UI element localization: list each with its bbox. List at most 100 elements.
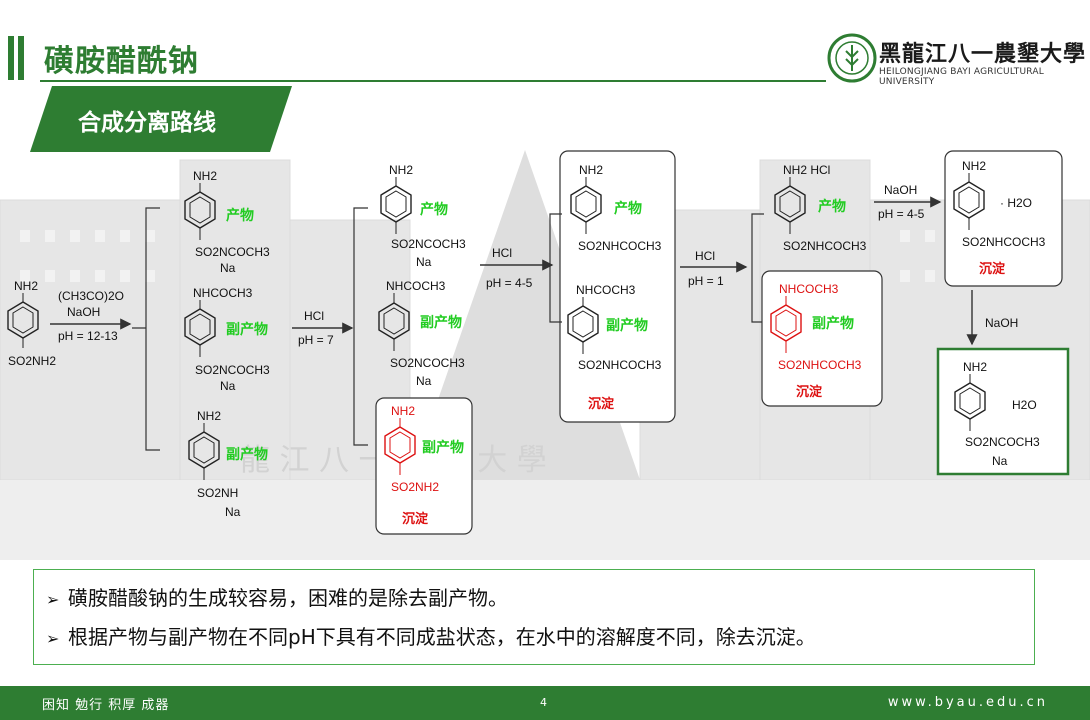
svg-text:副产物: 副产物: [226, 321, 268, 337]
stage1-product-molecule: NH2 SO2NCOCH3 Na 产物: [184, 169, 270, 275]
svg-text:pH = 4-5: pH = 4-5: [486, 276, 533, 290]
stage2-precipitate-box: NH2 SO2NH2 副产物 沉淀: [375, 397, 473, 535]
svg-text:HCl: HCl: [304, 309, 324, 323]
university-logo-icon: [827, 33, 877, 83]
svg-text:SO2NH: SO2NH: [197, 486, 238, 500]
svg-text:NHCOCH3: NHCOCH3: [386, 279, 446, 293]
notes-box: ➢ 磺胺醋酸钠的生成较容易，困难的是除去副产物。 ➢ 根据产物与副产物在不同pH下具…: [33, 569, 1035, 665]
svg-text:pH = 7: pH = 7: [298, 333, 334, 347]
svg-text:Na: Na: [416, 255, 432, 269]
svg-text:SO2NHCOCH3: SO2NHCOCH3: [783, 239, 867, 253]
svg-text:SO2NHCOCH3: SO2NHCOCH3: [962, 235, 1046, 249]
stage4-precipitate-box: NHCOCH3 SO2NHCOCH3 副产物 沉淀: [761, 270, 883, 407]
final-product-box: NH2 SO2NCOCH3 Na H2O: [936, 347, 1070, 476]
bracket-stage-4: [751, 213, 764, 323]
footer-bar: 困知 勉行 积厚 成器 4 www.byau.edu.cn: [0, 686, 1090, 720]
svg-text:沉淀: 沉淀: [979, 261, 1006, 276]
svg-text:SO2NHCOCH3: SO2NHCOCH3: [778, 358, 862, 372]
page-number: 4: [540, 696, 547, 709]
svg-text:NH2: NH2: [391, 404, 415, 418]
stage1-byproduct-molecule-b: NH2 SO2NH Na 副产物: [188, 409, 268, 519]
svg-text:SO2NCOCH3: SO2NCOCH3: [391, 237, 466, 251]
svg-text:NaOH: NaOH: [884, 183, 917, 197]
bracket-stage-1: [132, 207, 160, 451]
reaction-arrow-5: NaOH pH = 4-5: [874, 183, 942, 221]
stage3-box: NH2 SO2NHCOCH3 产物 NHCOCH3 SO2NHCOCH3 副产物…: [549, 150, 676, 423]
svg-text:产物: 产物: [420, 201, 448, 217]
note-item-1: ➢ 磺胺醋酸钠的生成较容易，困难的是除去副产物。: [46, 582, 508, 611]
svg-text:SO2NH2: SO2NH2: [391, 480, 439, 494]
reaction-arrow-2: HCl pH = 7: [292, 309, 354, 347]
stage4-product-molecule: NH2 HCl SO2NHCOCH3 产物: [774, 163, 867, 253]
svg-text:SO2NHCOCH3: SO2NHCOCH3: [578, 358, 662, 372]
svg-text:Na: Na: [220, 379, 236, 393]
svg-text:NHCOCH3: NHCOCH3: [576, 283, 636, 297]
note-text-1: 磺胺醋酸钠的生成较容易，困难的是除去副产物。: [68, 586, 508, 610]
svg-text:pH = 4-5: pH = 4-5: [878, 207, 925, 221]
svg-text:NH2: NH2: [14, 279, 38, 293]
stage2-byproduct-molecule-a: NHCOCH3 SO2NCOCH3 Na 副产物: [378, 279, 465, 388]
reaction-arrow-1: (CH3CO)2O NaOH pH = 12-13: [50, 289, 132, 343]
svg-text:NHCOCH3: NHCOCH3: [779, 282, 839, 296]
svg-text:NaOH: NaOH: [985, 316, 1018, 330]
svg-text:副产物: 副产物: [812, 315, 854, 331]
footer-website-link[interactable]: www.byau.edu.cn: [887, 695, 1048, 710]
synthesis-scheme: NH2 SO2NH2 (CH3CO)2O NaOH pH = 12-13 NH2…: [7, 150, 1070, 535]
svg-text:pH = 1: pH = 1: [688, 274, 724, 288]
stage1-byproduct-molecule-a: NHCOCH3 SO2NCOCH3 Na 副产物: [184, 286, 270, 393]
start-molecule: NH2 SO2NH2: [7, 279, 56, 368]
svg-text:SO2NH2: SO2NH2: [8, 354, 56, 368]
svg-text:(CH3CO)2O: (CH3CO)2O: [58, 289, 124, 303]
svg-text:Na: Na: [225, 505, 241, 519]
svg-text:SO2NCOCH3: SO2NCOCH3: [390, 356, 465, 370]
svg-text:产物: 产物: [614, 200, 642, 216]
svg-text:HCl: HCl: [695, 249, 715, 263]
svg-text:副产物: 副产物: [606, 317, 648, 333]
note-item-2: ➢ 根据产物与副产物在不同pH下具有不同成盐状态，在水中的溶解度不同，除去沉淀。: [46, 621, 816, 650]
svg-text:SO2NCOCH3: SO2NCOCH3: [195, 363, 270, 377]
svg-text:· H2O: · H2O: [1000, 196, 1032, 210]
subtitle-banner: [30, 86, 292, 152]
reaction-arrow-6: NaOH: [966, 290, 1018, 346]
svg-text:NH2: NH2: [389, 163, 413, 177]
svg-text:NHCOCH3: NHCOCH3: [193, 286, 253, 300]
svg-text:Na: Na: [992, 454, 1008, 468]
svg-text:NH2: NH2: [193, 169, 217, 183]
note-text-2: 根据产物与副产物在不同pH下具有不同成盐状态，在水中的溶解度不同，除去沉淀。: [68, 625, 816, 649]
svg-text:NH2: NH2: [197, 409, 221, 423]
stage2-product-molecule: NH2 SO2NCOCH3 Na 产物: [380, 163, 466, 269]
svg-text:SO2NHCOCH3: SO2NHCOCH3: [578, 239, 662, 253]
svg-text:pH = 12-13: pH = 12-13: [58, 329, 118, 343]
footer-motto: 困知 勉行 积厚 成器: [42, 698, 170, 713]
svg-text:沉淀: 沉淀: [796, 384, 823, 399]
svg-text:副产物: 副产物: [226, 446, 268, 462]
bullet-arrow-icon: ➢: [46, 590, 60, 609]
svg-text:副产物: 副产物: [420, 314, 462, 330]
page-title: 磺胺醋酰钠: [44, 44, 199, 79]
bracket-stage-2: [353, 207, 368, 446]
university-name-en: HEILONGJIANG BAYI AGRICULTURAL UNIVERSIT…: [879, 67, 1044, 87]
svg-text:Na: Na: [220, 261, 236, 275]
svg-text:Na: Na: [416, 374, 432, 388]
reaction-arrow-3: HCl pH = 4-5: [480, 246, 554, 290]
svg-text:H2O: H2O: [1012, 398, 1037, 412]
university-name-cn: 黑龍江八一農墾大學: [879, 41, 1087, 67]
svg-text:产物: 产物: [226, 207, 254, 223]
svg-text:产物: 产物: [818, 198, 846, 214]
svg-text:沉淀: 沉淀: [588, 396, 615, 411]
svg-text:沉淀: 沉淀: [402, 511, 429, 526]
svg-text:NH2: NH2: [963, 360, 987, 374]
svg-text:NH2: NH2: [579, 163, 603, 177]
svg-text:NH2 HCl: NH2 HCl: [783, 163, 830, 177]
svg-text:SO2NCOCH3: SO2NCOCH3: [965, 435, 1040, 449]
stage5-box: NH2 SO2NHCOCH3 · H2O 沉淀: [944, 150, 1063, 287]
reaction-arrow-4: HCl pH = 1: [680, 249, 748, 288]
section-subtitle: 合成分离路线: [78, 110, 216, 136]
bullet-arrow-icon: ➢: [46, 629, 60, 648]
svg-text:HCl: HCl: [492, 246, 512, 260]
svg-text:NH2: NH2: [962, 159, 986, 173]
svg-text:副产物: 副产物: [422, 439, 464, 455]
title-underline: [40, 80, 826, 82]
svg-text:SO2NCOCH3: SO2NCOCH3: [195, 245, 270, 259]
svg-text:NaOH: NaOH: [67, 305, 100, 319]
